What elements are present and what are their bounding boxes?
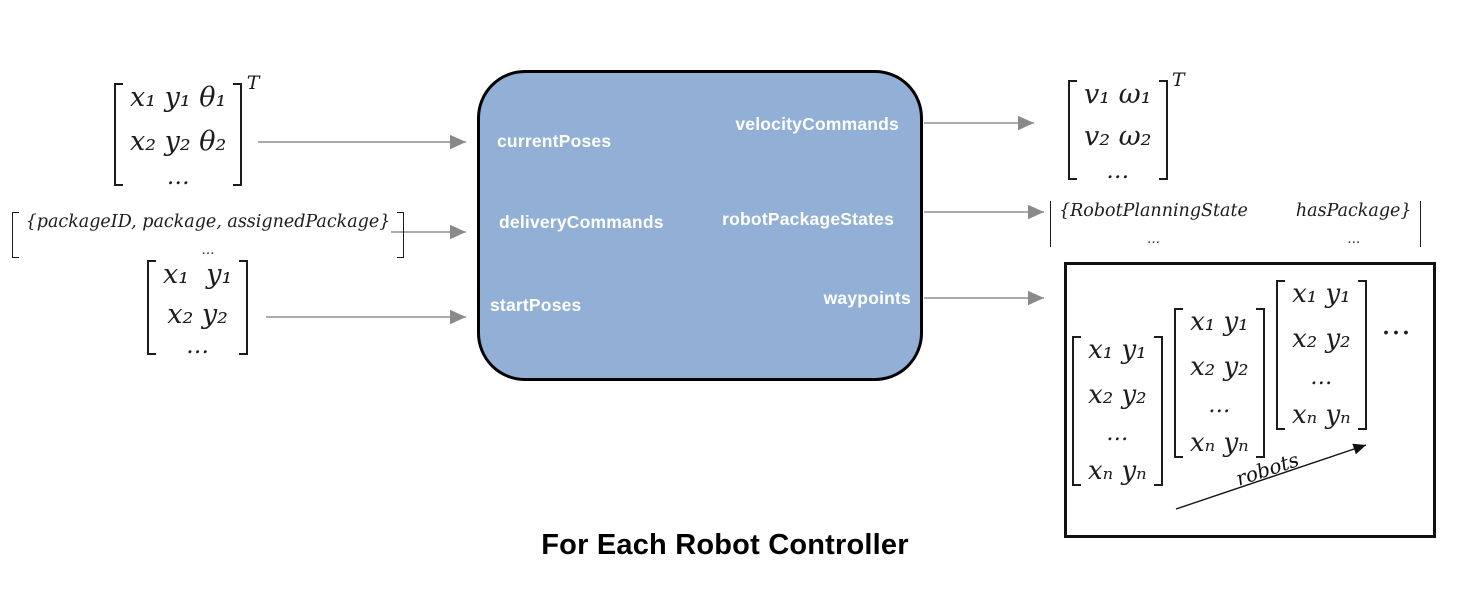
transpose-superscript: T: [1171, 69, 1185, 91]
diagram-title: For Each Robot Controller: [541, 529, 909, 561]
port-waypoints: waypoints: [823, 288, 911, 308]
waypoints-output-box: x₁ y₁ x₂ y₂ … xₙ yₙ x₁ y₁ x₂ y₂ … xₙ yₙ …: [1064, 262, 1436, 538]
right-bracket: [1153, 336, 1163, 486]
port-robotPackageStates: robotPackageStates: [722, 209, 894, 229]
port-startPoses: startPoses: [490, 295, 582, 315]
current-poses-matrix: x₁ y₁ θ₁ x₂ y₂ θ₂ … T: [114, 72, 259, 189]
left-bracket: [114, 83, 123, 186]
waypoints-matrix-2: x₁ y₁ x₂ y₂ … xₙ yₙ: [1174, 308, 1265, 458]
right-bracket: [239, 260, 249, 355]
right-bracket: [1158, 80, 1168, 180]
waypoints-matrix-3: x₁ y₁ x₂ y₂ … xₙ yₙ: [1276, 280, 1367, 430]
velocity-commands-matrix: v₁ ω₁ v₂ ω₂ … T: [1068, 69, 1185, 183]
transpose-superscript: T: [246, 72, 260, 94]
right-bracket: [1255, 308, 1265, 458]
waypoints-matrix-1: x₁ y₁ x₂ y₂ … xₙ yₙ: [1072, 336, 1163, 486]
start-poses-matrix: x₁ y₁ x₂ y₂ …: [147, 260, 249, 358]
robot-package-states-annotation: {RobotPlanningState … hasPackage} …: [1050, 201, 1421, 247]
left-bracket: [1068, 80, 1077, 180]
right-bracket: [1419, 201, 1421, 247]
left-bracket: [1276, 280, 1285, 430]
port-currentPoses: currentPoses: [497, 131, 612, 151]
left-bracket: [1072, 336, 1081, 486]
left-bracket: [147, 260, 156, 355]
left-bracket: [1050, 201, 1051, 247]
right-bracket: [1357, 280, 1367, 430]
left-bracket: [1174, 308, 1183, 458]
port-velocityCommands: velocityCommands: [735, 114, 899, 134]
robot-controller-block: currentPoses deliveryCommands startPoses…: [477, 70, 923, 381]
left-bracket: [12, 212, 19, 258]
more-matrices-ellipsis: …: [1381, 307, 1414, 342]
right-bracket: [233, 83, 243, 186]
port-deliveryCommands: deliveryCommands: [499, 212, 664, 232]
delivery-commands-annotation: {packageID, package, assignedPackage} …: [12, 212, 404, 258]
right-bracket: [397, 212, 404, 258]
